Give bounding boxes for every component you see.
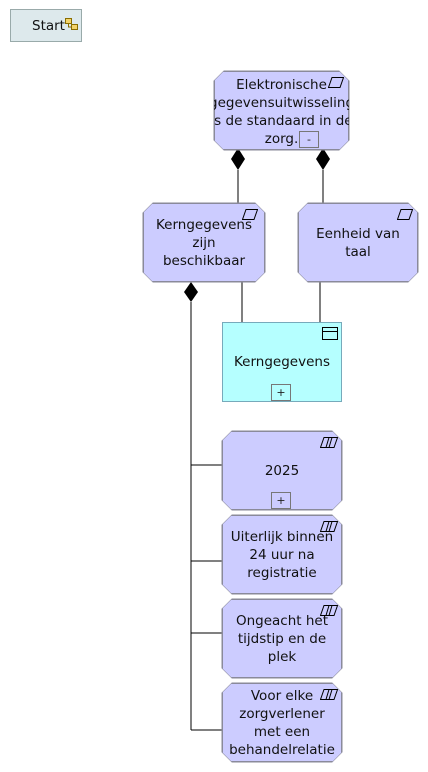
double-parallelogram-icon — [320, 605, 338, 616]
goal-label-everyone: Voor elke zorgverlener met een behandelr… — [229, 687, 335, 758]
parallelogram-icon — [397, 209, 413, 220]
expand-toggle[interactable]: + — [271, 492, 291, 509]
goal-label-2025: 2025 — [264, 462, 300, 479]
start-label: Start — [32, 17, 65, 34]
connectors — [190, 170, 324, 731]
parallelogram-icon — [328, 77, 344, 88]
goal-node-anywhere[interactable]: Ongeacht het tijdstip en de plek — [222, 599, 342, 678]
data-object-icon — [322, 327, 338, 340]
parallelogram-icon — [242, 209, 258, 220]
double-parallelogram-icon — [320, 689, 338, 700]
diamond-markers — [184, 148, 330, 302]
double-parallelogram-icon — [320, 521, 338, 532]
goal-node-root[interactable]: Elektronische gegevensuitwisseling is de… — [214, 71, 349, 150]
data-object-label: Kerngegevens — [234, 354, 330, 370]
double-parallelogram-icon — [320, 437, 338, 448]
goal-node-core[interactable]: Kerngegevens zijn beschikbaar — [143, 203, 265, 282]
collapse-toggle[interactable]: - — [299, 131, 319, 148]
goal-label-core: Kerngegevens zijn beschikbaar — [156, 216, 252, 269]
diamond-root-left — [231, 148, 245, 170]
diamond-root-right — [316, 148, 330, 170]
diamond-core — [184, 282, 198, 302]
goal-label-root: Elektronische gegevensuitwisseling is de… — [209, 76, 355, 147]
goal-label-24h: Uiterlijk binnen 24 uur na registratie — [230, 528, 334, 581]
view-icon — [65, 18, 78, 30]
start-button[interactable]: Start — [10, 9, 82, 42]
expand-toggle[interactable]: + — [271, 384, 291, 401]
goal-node-language[interactable]: Eenheid van taal — [298, 203, 418, 282]
goal-label-language: Eenheid van taal — [316, 225, 400, 260]
goal-label-anywhere: Ongeacht het tijdstip en de plek — [235, 612, 329, 665]
